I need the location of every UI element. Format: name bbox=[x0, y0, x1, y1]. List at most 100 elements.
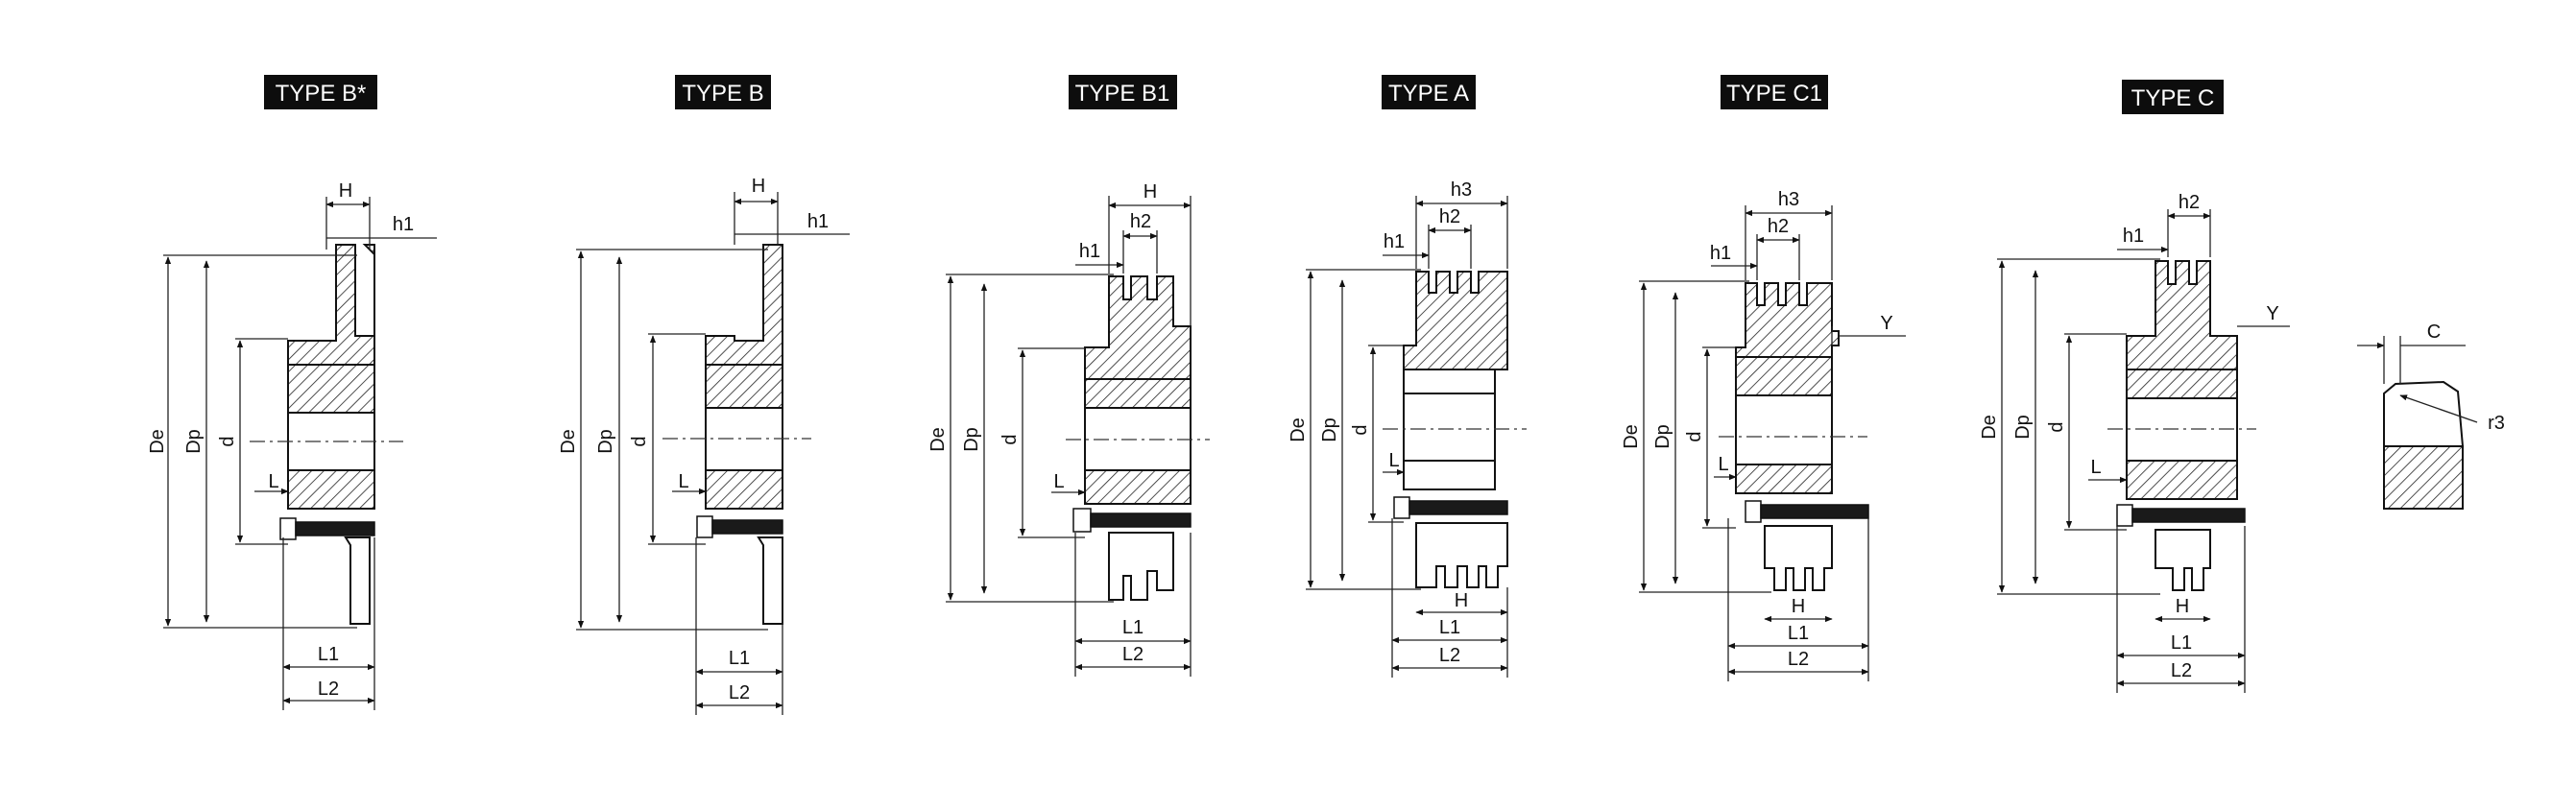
label-top1: h3 bbox=[1451, 179, 1472, 201]
hub-section-lower bbox=[2126, 460, 2238, 500]
bore bbox=[1403, 393, 1496, 462]
label-d: d bbox=[629, 436, 650, 446]
type-title: TYPE C1 bbox=[1726, 81, 1822, 107]
label-L2: L2 bbox=[729, 682, 750, 703]
bolt-shank bbox=[295, 521, 375, 536]
label-d: d bbox=[1684, 431, 1705, 441]
type-title: TYPE B bbox=[682, 81, 763, 107]
label-top1: H bbox=[1144, 181, 1157, 202]
bore bbox=[287, 412, 375, 471]
label-d: d bbox=[217, 436, 238, 446]
label-Dp: Dp bbox=[961, 427, 982, 452]
type-title: TYPE B1 bbox=[1075, 81, 1170, 107]
sheave-section-lower bbox=[1415, 522, 1508, 588]
label-De: De bbox=[1288, 417, 1309, 442]
bolt-head bbox=[2116, 504, 2133, 527]
type-b1-panel: TYPE B1 H h2 h1 De Dp d L L1 bbox=[927, 75, 1210, 677]
label-top3: h1 bbox=[1384, 231, 1405, 252]
label-Dp: Dp bbox=[595, 429, 616, 454]
groove-detail: C r3 bbox=[2357, 322, 2505, 510]
type-title: TYPE B* bbox=[276, 81, 367, 107]
label-L: L bbox=[268, 471, 278, 492]
sheave-section-upper bbox=[1084, 275, 1192, 380]
bore bbox=[705, 407, 783, 471]
label-L2: L2 bbox=[318, 679, 339, 700]
sheave-section-upper bbox=[1403, 271, 1508, 370]
type-title-bg bbox=[1069, 75, 1177, 109]
sheave-section-upper bbox=[2126, 260, 2238, 370]
label-L2: L2 bbox=[1788, 649, 1809, 670]
label-L: L bbox=[2090, 457, 2101, 478]
label-De: De bbox=[1621, 424, 1642, 449]
type-title-bg bbox=[675, 75, 771, 109]
label-top1: h2 bbox=[2179, 192, 2200, 213]
label-L1: L1 bbox=[1439, 617, 1460, 638]
label-Dp: Dp bbox=[183, 429, 205, 454]
label-top2: h2 bbox=[1439, 206, 1460, 227]
label-d: d bbox=[1350, 424, 1371, 435]
label-L: L bbox=[1053, 471, 1064, 492]
label-Dp: Dp bbox=[1652, 424, 1673, 449]
label-top1: H bbox=[339, 180, 352, 202]
bolt-shank bbox=[2131, 508, 2246, 523]
label-top3: h1 bbox=[1079, 241, 1100, 262]
label-De: De bbox=[1979, 415, 2000, 440]
label-L1: L1 bbox=[1122, 617, 1144, 638]
label-L2: L2 bbox=[2171, 660, 2192, 681]
detail-lower-section bbox=[2383, 445, 2464, 510]
type-title-bg bbox=[2122, 80, 2224, 114]
label-top1: H bbox=[752, 176, 765, 197]
sprocket-section-lower bbox=[757, 536, 783, 625]
type-title: TYPE A bbox=[1388, 81, 1469, 107]
label-C: C bbox=[2427, 322, 2441, 343]
hub-section-upper bbox=[1735, 356, 1833, 396]
hub-section-lower bbox=[1735, 464, 1833, 494]
label-De: De bbox=[558, 429, 579, 454]
hub-section-lower bbox=[705, 469, 783, 510]
label-Y: Y bbox=[1880, 313, 1892, 334]
type-title-bg bbox=[1382, 75, 1476, 109]
bolt-shank bbox=[1408, 500, 1508, 515]
bolt-head bbox=[1745, 500, 1762, 523]
bolt-head bbox=[1072, 508, 1092, 533]
sheave-section-lower bbox=[1764, 525, 1833, 591]
hub-section-lower bbox=[287, 469, 375, 510]
sheave-section-lower bbox=[1108, 532, 1174, 601]
label-Y: Y bbox=[2266, 303, 2278, 324]
sprocket-section-lower bbox=[344, 536, 371, 625]
label-top1: h3 bbox=[1778, 189, 1799, 210]
hub-upper bbox=[1403, 369, 1496, 394]
hub-section-upper bbox=[1084, 378, 1192, 409]
label-Hb: H bbox=[1455, 590, 1468, 611]
label-De: De bbox=[147, 429, 168, 454]
bolt-head bbox=[696, 515, 713, 538]
bolt-shank bbox=[1760, 504, 1869, 519]
label-L1: L1 bbox=[1788, 623, 1809, 644]
label-L: L bbox=[1718, 454, 1728, 475]
label-De: De bbox=[927, 427, 949, 452]
hub-section-upper bbox=[705, 364, 783, 409]
type-c-panel: TYPE C h2 h1 Y De Dp d L H L1 bbox=[1979, 80, 2290, 693]
label-L1: L1 bbox=[318, 644, 339, 665]
label-Dp: Dp bbox=[2012, 415, 2034, 440]
dim-r3 bbox=[2399, 394, 2478, 423]
label-Hb: H bbox=[2176, 596, 2189, 617]
hub-section-lower bbox=[1084, 469, 1192, 505]
label-L: L bbox=[1388, 450, 1399, 471]
label-top2: h2 bbox=[1130, 211, 1151, 232]
sheave-section-lower bbox=[2155, 529, 2211, 591]
hub-section-upper bbox=[2126, 369, 2238, 399]
bolt-head bbox=[279, 517, 297, 540]
type-b-panel: TYPE B H h1 De Dp d L L1 L2 bbox=[558, 75, 850, 715]
sheave-section-upper bbox=[1735, 282, 1840, 358]
label-Dp: Dp bbox=[1319, 417, 1340, 442]
label-top2: h1 bbox=[2123, 226, 2144, 247]
bolt-shank bbox=[1090, 512, 1192, 528]
label-L2: L2 bbox=[1439, 645, 1460, 666]
type-title-bg bbox=[264, 75, 377, 109]
bolt-shank bbox=[711, 519, 783, 535]
hub-section-upper bbox=[287, 364, 375, 414]
sprocket-section-upper bbox=[287, 244, 375, 366]
label-L: L bbox=[678, 471, 688, 492]
